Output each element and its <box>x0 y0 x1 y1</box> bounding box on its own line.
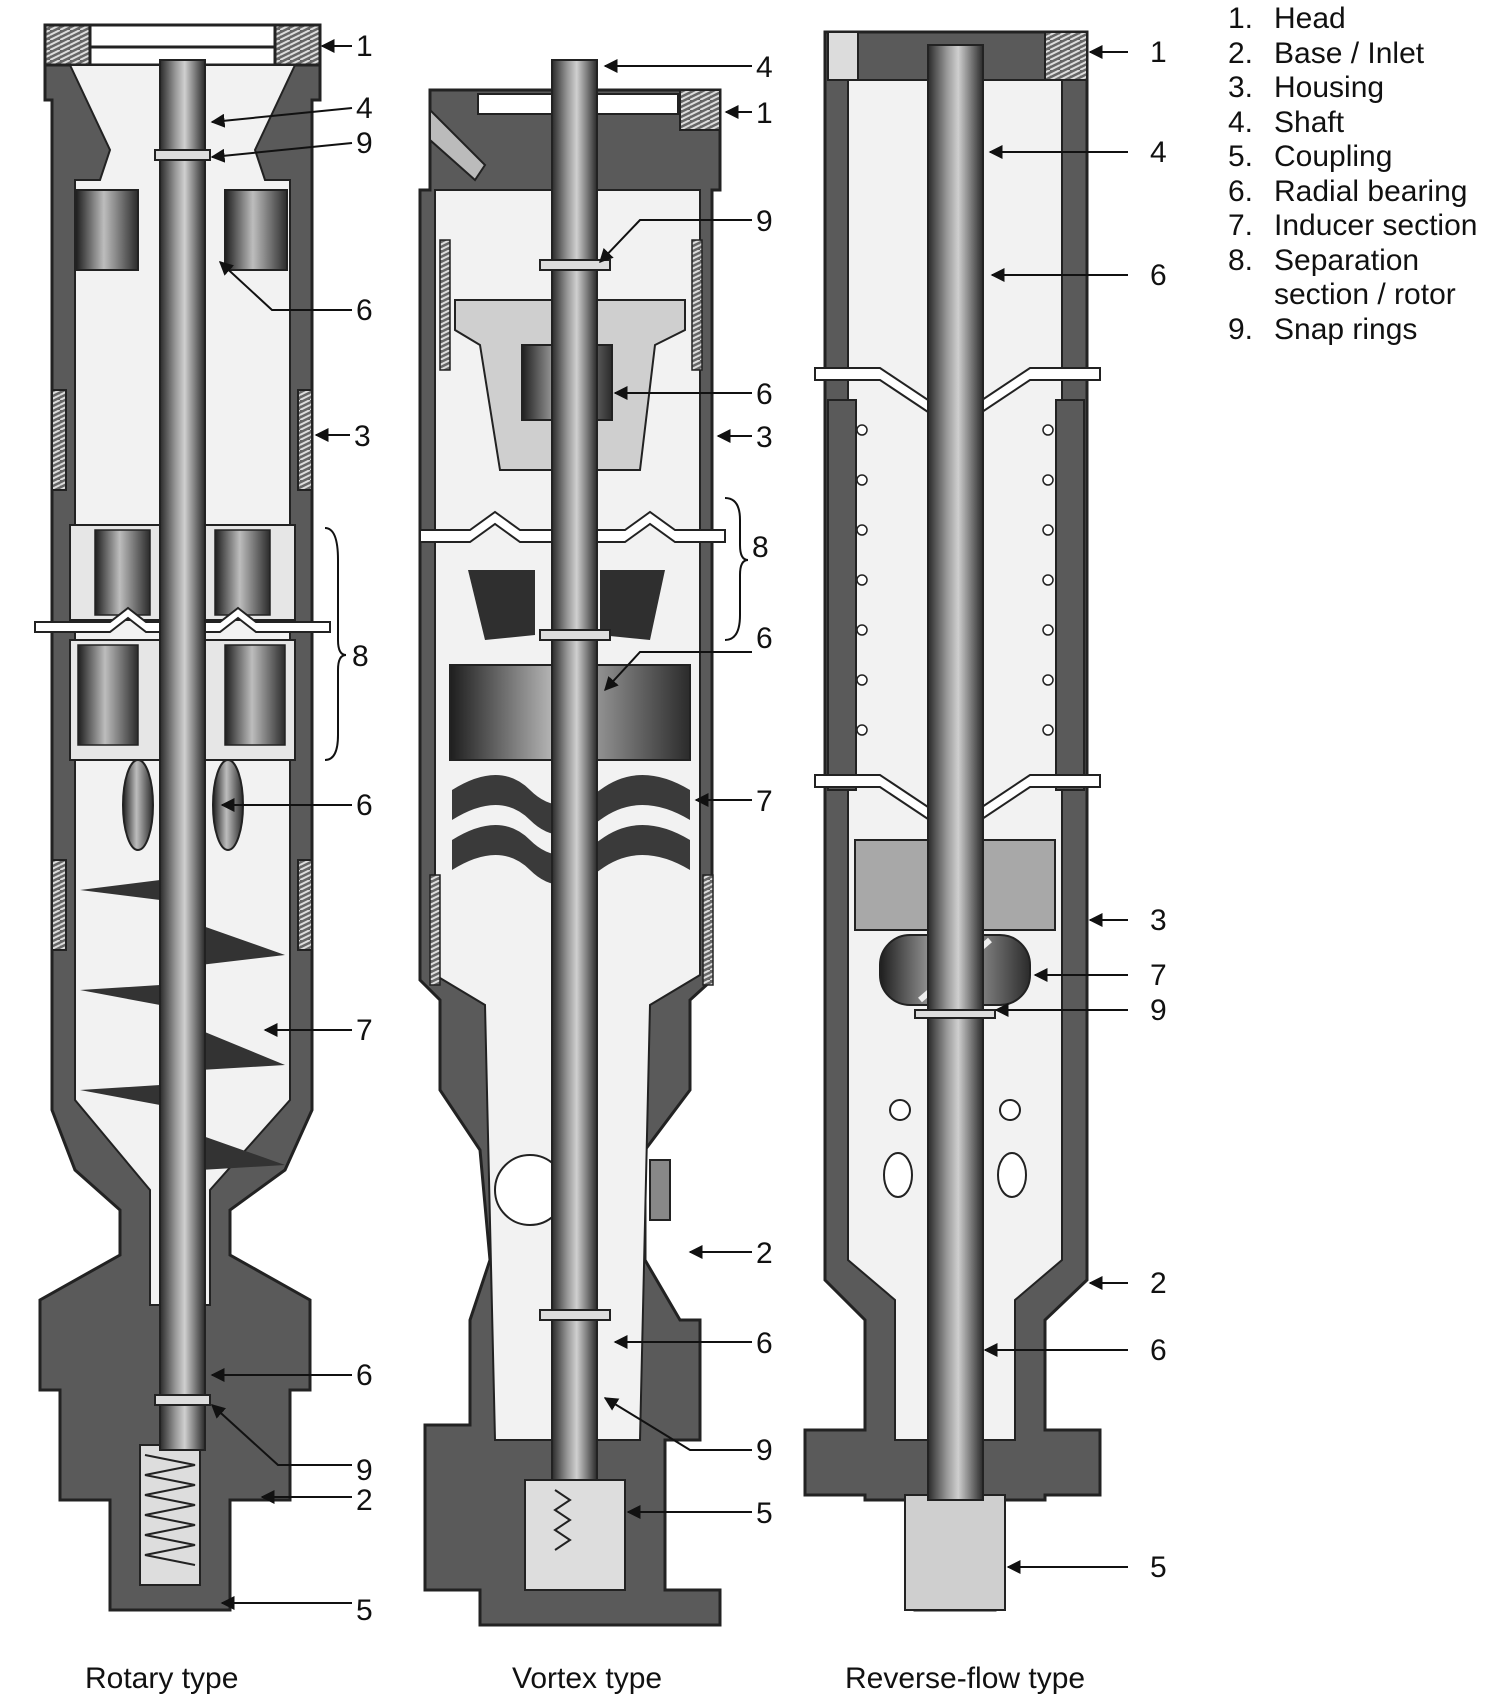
vortex-callout-1: 1 <box>756 97 773 130</box>
legend-text: Housing <box>1274 71 1385 104</box>
reverse-callout-6b: 6 <box>1150 1334 1167 1367</box>
legend-number: 8. <box>1228 243 1254 277</box>
reverse-callout-4: 4 <box>1150 136 1167 169</box>
vortex-callout-2: 2 <box>756 1237 773 1270</box>
rotary-callout-9a: 9 <box>356 127 373 160</box>
rotary-callout-2: 2 <box>356 1484 373 1517</box>
legend-item: 2. Base / Inlet <box>1228 37 1498 72</box>
rotary-callout-6a: 6 <box>356 294 373 327</box>
legend-number: 1. <box>1228 2 1254 35</box>
vortex-callout-9a: 9 <box>756 205 773 238</box>
legend-number: 6. <box>1228 174 1254 208</box>
rotary-callout-6b: 6 <box>356 789 373 822</box>
legend-item: 9. Snap rings <box>1228 313 1498 348</box>
legend-text: Snap rings <box>1274 312 1418 346</box>
legend-text: Shaft <box>1274 105 1345 139</box>
rotary-callout-4: 4 <box>356 92 373 125</box>
vortex-callout-5: 5 <box>756 1497 773 1530</box>
rotary-callout-9b: 9 <box>356 1454 373 1487</box>
legend-text: Inducer section <box>1274 209 1478 242</box>
legend-item: 1. Head <box>1228 2 1498 37</box>
reverse-callout-9: 9 <box>1150 994 1167 1027</box>
legend-number: 7. <box>1228 209 1254 242</box>
legend-text: Base / Inlet <box>1274 36 1425 70</box>
rotary-callout-1: 1 <box>356 30 373 63</box>
legend-item: 6. Radial bearing <box>1228 175 1498 210</box>
vortex-callout-7: 7 <box>756 785 773 818</box>
reverse-callout-2: 2 <box>1150 1267 1167 1300</box>
vortex-caption: Vortex type <box>512 1662 662 1695</box>
vortex-callout-8: 8 <box>752 531 769 564</box>
legend-text: section / rotor <box>1274 278 1456 311</box>
legend-item: 3. Housing <box>1228 71 1498 106</box>
vortex-callout-9b: 9 <box>756 1434 773 1467</box>
vortex-callout-6a: 6 <box>756 378 773 411</box>
rotary-callout-8: 8 <box>352 640 369 673</box>
vortex-callout-6c: 6 <box>756 1327 773 1360</box>
rotary-callout-6c: 6 <box>356 1359 373 1392</box>
legend-number: 2. <box>1228 36 1254 70</box>
reverse-caption: Reverse-flow type <box>845 1662 1085 1695</box>
legend-number: 3. <box>1228 71 1254 104</box>
legend-item: 4. Shaft <box>1228 106 1498 141</box>
reverse-callout-3: 3 <box>1150 904 1167 937</box>
legend-text: Coupling <box>1274 140 1393 173</box>
rotary-type-drawing: 1 4 9 6 3 8 6 7 6 9 2 5 Rotary type <box>34 23 373 1695</box>
vortex-callout-4: 4 <box>756 51 773 84</box>
legend-text: Separation <box>1274 243 1420 277</box>
rotary-caption: Rotary type <box>85 1662 238 1695</box>
reverse-callout-7: 7 <box>1150 959 1167 992</box>
legend-text: Radial bearing <box>1274 174 1468 208</box>
legend-item: 8. Separation <box>1228 244 1498 279</box>
legend-item: 7. Inducer section <box>1228 209 1498 244</box>
legend-text: Head <box>1274 2 1346 35</box>
reverse-flow-type-drawing: 1 4 6 3 7 9 2 6 5 Reverse-flow type <box>803 30 1167 1695</box>
vortex-callout-3: 3 <box>756 421 773 454</box>
vortex-type-drawing: 4 1 9 6 3 8 6 7 2 6 9 5 Vortex type <box>418 51 773 1695</box>
legend-number: 5. <box>1228 140 1254 173</box>
reverse-callout-6a: 6 <box>1150 259 1167 292</box>
reverse-callout-1: 1 <box>1150 36 1167 69</box>
rotary-callout-7: 7 <box>356 1014 373 1047</box>
legend-number: 9. <box>1228 312 1254 346</box>
legend-number <box>1228 278 1274 313</box>
parts-legend: 1.Head 2.Base / Inlet 3.Housing 4.Shaft … <box>1228 2 1498 347</box>
legend-number: 4. <box>1228 105 1254 139</box>
legend-item: 5. Coupling <box>1228 140 1498 175</box>
vortex-callout-6b: 6 <box>756 622 773 655</box>
rotary-callout-3: 3 <box>354 420 371 453</box>
legend-item: section / rotor <box>1228 278 1498 313</box>
reverse-callout-5: 5 <box>1150 1551 1167 1584</box>
rotary-callout-5: 5 <box>356 1594 373 1627</box>
